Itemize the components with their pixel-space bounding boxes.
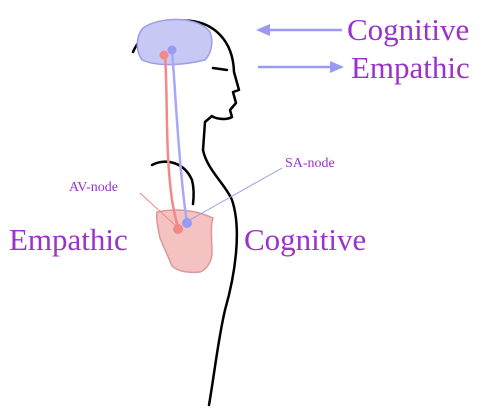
arrow-left-icon bbox=[256, 24, 342, 36]
brain-region bbox=[137, 19, 212, 64]
pink-nerve-path bbox=[165, 55, 178, 228]
cognitive-top-label: Cognitive bbox=[347, 12, 469, 47]
sa-node-label: SA-node bbox=[285, 156, 335, 171]
av-node-label: AV-node bbox=[69, 180, 118, 195]
blue-nerve-path bbox=[172, 50, 187, 222]
arrow-right-icon bbox=[258, 61, 344, 73]
av-node-dot bbox=[173, 224, 183, 234]
empathic-left-label: Empathic bbox=[9, 222, 128, 257]
empathic-top-label: Empathic bbox=[351, 50, 470, 85]
cognitive-right-label: Cognitive bbox=[244, 222, 366, 257]
brain-blue-dot bbox=[168, 46, 177, 55]
brain-pink-dot bbox=[160, 51, 169, 60]
body-outline bbox=[203, 150, 237, 405]
eye-mark bbox=[213, 68, 227, 70]
